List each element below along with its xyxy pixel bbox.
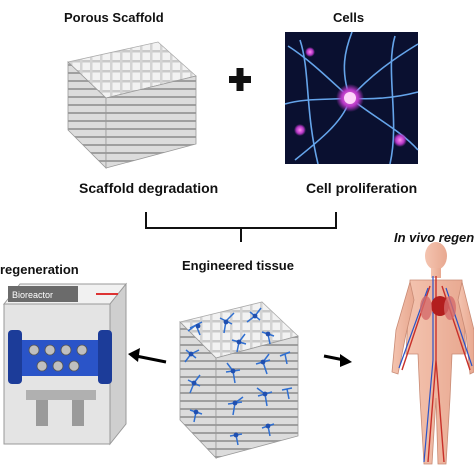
in-vitro-regeneration-label: regeneration [0,262,79,277]
arrow-right-icon [323,354,352,367]
bioreactor-illustration [2,282,128,446]
combination-bracket [145,212,337,242]
engineered-tissue-label: Engineered tissue [182,258,294,273]
cell-proliferation-label: Cell proliferation [306,180,418,196]
cells-label: Cells [333,10,365,25]
engineered-tissue-illustration [179,301,299,460]
human-body-illustration [391,242,474,465]
porous-scaffold-label: Porous Scaffold [64,10,164,25]
bioreactor-label: Bioreactor [12,290,53,300]
arrow-left-icon [128,348,167,364]
cells-neuron-image [284,31,419,165]
in-vivo-regeneration-label: In vivo regen [394,230,474,245]
porous-scaffold-illustration [67,41,197,169]
scaffold-degradation-label: Scaffold degradation [79,180,219,196]
plus-icon [229,68,251,91]
